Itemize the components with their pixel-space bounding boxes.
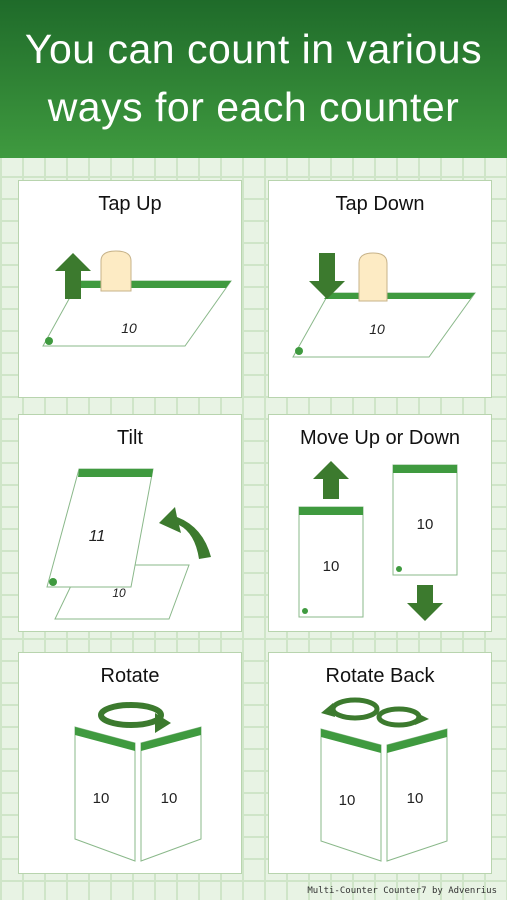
fab-icon-left bbox=[302, 608, 308, 614]
rotate-forward-arrow-icon bbox=[376, 706, 422, 728]
finger-icon bbox=[100, 250, 132, 292]
arrow-up-icon bbox=[55, 253, 91, 299]
phone-toolbar bbox=[74, 281, 231, 288]
phone-toolbar-right bbox=[141, 727, 201, 751]
phone-screen-right bbox=[140, 726, 202, 862]
rotate-forward-arrowhead bbox=[415, 713, 429, 725]
arrow-down-icon bbox=[407, 585, 443, 621]
arrow-down-icon bbox=[309, 253, 345, 299]
counter-value-right: 10 bbox=[407, 790, 424, 807]
rotate-arrowhead bbox=[155, 713, 171, 733]
footer-credit: Multi-Counter Counter7 by Advenrius bbox=[307, 886, 497, 896]
counter-value-left: 10 bbox=[93, 790, 110, 807]
phone-toolbar-right bbox=[393, 465, 457, 473]
tilt-illustration: 10 11 bbox=[46, 468, 211, 620]
tap-down-illustration: 10 bbox=[292, 252, 476, 358]
counter-value-right: 10 bbox=[161, 790, 178, 807]
phone-screen-left bbox=[298, 506, 364, 618]
fab-icon bbox=[49, 578, 57, 586]
phone-screen-right bbox=[392, 464, 458, 576]
fab-icon-right bbox=[396, 566, 402, 572]
rotate-illustration: 10 10 bbox=[74, 702, 202, 862]
phone-toolbar-left bbox=[75, 727, 135, 751]
card-move-up-down: 10 10 Move Up or Down bbox=[268, 414, 492, 632]
arrow-up-icon bbox=[313, 461, 349, 499]
phone-toolbar bbox=[78, 469, 153, 477]
card-tilt: 10 11 Tilt bbox=[18, 414, 242, 632]
phone-screen-left bbox=[320, 728, 382, 862]
card-rotate-back: 10 10 Rotate Back bbox=[268, 652, 492, 874]
counter-value-back: 10 bbox=[112, 586, 126, 600]
counter-value-left: 10 bbox=[323, 558, 340, 575]
card-tap-down: 10 Tap Down bbox=[268, 180, 492, 398]
fab-icon bbox=[295, 347, 303, 355]
counter-value: 10 bbox=[121, 320, 137, 336]
card-rotate: 10 10 Rotate bbox=[18, 652, 242, 874]
finger-icon bbox=[358, 252, 388, 302]
card-title: Tilt bbox=[117, 427, 143, 449]
rotate-arrow-icon bbox=[98, 702, 164, 728]
counter-value-left: 10 bbox=[339, 792, 356, 809]
card-title: Move Up or Down bbox=[299, 427, 461, 449]
phone-toolbar-right bbox=[387, 729, 447, 753]
phone-toolbar-left bbox=[299, 507, 363, 515]
phone-screen-left bbox=[74, 726, 136, 862]
rotate-back-illustration: 10 10 bbox=[320, 697, 448, 862]
move-illustration: 10 10 bbox=[298, 461, 458, 621]
card-title: Tap Down bbox=[335, 193, 425, 215]
phone-toolbar-left bbox=[321, 729, 381, 753]
tap-up-illustration: 10 bbox=[42, 250, 232, 347]
header-line-2: ways for each counter bbox=[47, 84, 460, 130]
phone-toolbar bbox=[324, 293, 475, 299]
counter-value-front: 11 bbox=[89, 528, 106, 545]
curved-arrow-icon bbox=[159, 507, 211, 559]
header-line-1: You can count in various bbox=[24, 26, 483, 72]
counter-value-right: 10 bbox=[417, 516, 434, 533]
counter-value: 10 bbox=[369, 321, 385, 337]
card-title: Tap Up bbox=[98, 193, 162, 215]
rotate-back-arrowhead bbox=[321, 703, 335, 717]
phone-screen-right bbox=[386, 728, 448, 862]
rotate-back-arrow-icon bbox=[330, 697, 380, 721]
header-banner: You can count in various ways for each c… bbox=[0, 0, 507, 158]
card-tap-up: 10 Tap Up bbox=[18, 180, 242, 398]
card-title: Rotate bbox=[100, 665, 160, 687]
card-title: Rotate Back bbox=[325, 665, 435, 687]
fab-icon bbox=[45, 337, 53, 345]
